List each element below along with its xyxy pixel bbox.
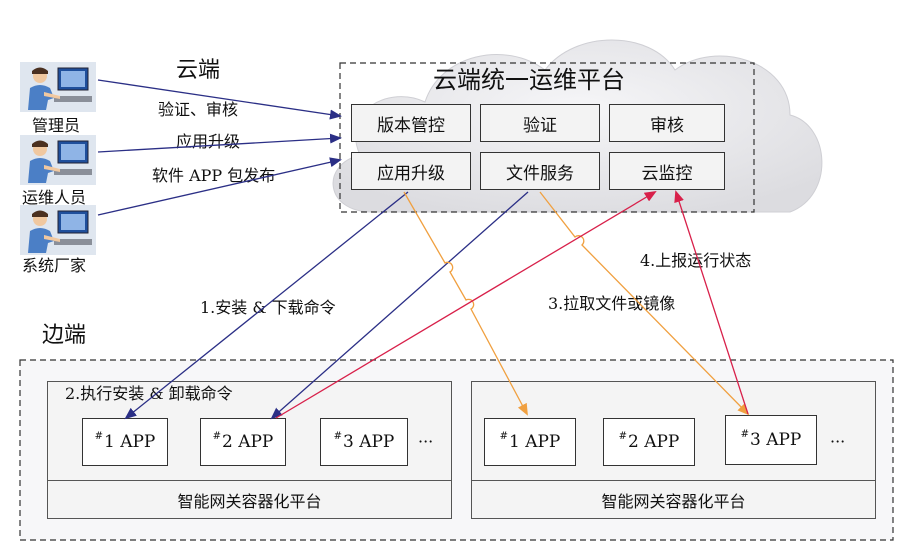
app-box: #2 APP [603, 418, 695, 466]
arrow-vendor-to-platform [97, 157, 342, 216]
module-version-control: 版本管控 [351, 104, 471, 142]
person-at-computer-icon [20, 135, 96, 185]
more-apps-ellipsis: ··· [418, 432, 434, 451]
app-box: #1 APP [82, 418, 168, 466]
arrow-report-status [674, 190, 749, 415]
flow-label-report: 4.上报运行状态 [640, 251, 752, 270]
person-at-computer-icon [20, 62, 96, 112]
module-audit: 审核 [609, 104, 725, 142]
app-box: #3 APP [320, 418, 408, 466]
exec-command-label: 2.执行安装 & 卸载命令 [65, 384, 233, 403]
arrow-app2-to-monitor [275, 190, 657, 419]
arrow-pull-to-gateway2-app3 [539, 191, 750, 416]
app-box: #1 APP [484, 418, 576, 466]
gateway-footer: 智能网关容器化平台 [472, 480, 875, 518]
arrow-ops-to-platform [97, 133, 342, 153]
module-app-upgrade: 应用升级 [351, 152, 471, 190]
action-label-publish: 软件 APP 包发布 [152, 166, 276, 185]
edge-section-label: 边端 [42, 323, 87, 348]
arrow-file-service-to-app2 [270, 191, 529, 420]
cloud-section-label: 云端 [176, 58, 221, 83]
platform-title: 云端统一运维平台 [433, 66, 625, 94]
arrow-pull-to-gateway2-app1 [403, 191, 528, 416]
role-label-vendor: 系统厂家 [22, 256, 87, 275]
app-box: #3 APP [725, 415, 817, 465]
role-label-ops: 运维人员 [22, 188, 87, 207]
module-cloud-monitor: 云监控 [609, 152, 725, 190]
flow-label-install: 1.安装 & 下载命令 [200, 298, 336, 317]
action-label-upgrade: 应用升级 [176, 132, 241, 151]
module-file-service: 文件服务 [480, 152, 600, 190]
module-verify: 验证 [480, 104, 600, 142]
arrow-admin-to-platform [97, 79, 342, 120]
more-apps-ellipsis: ··· [830, 432, 846, 451]
person-at-computer-icon [20, 205, 96, 255]
role-label-admin: 管理员 [32, 116, 81, 135]
arrow-install-command [124, 191, 409, 420]
action-label-verify-audit: 验证、审核 [158, 100, 239, 119]
app-box: #2 APP [200, 418, 286, 466]
gateway-footer: 智能网关容器化平台 [48, 480, 451, 518]
